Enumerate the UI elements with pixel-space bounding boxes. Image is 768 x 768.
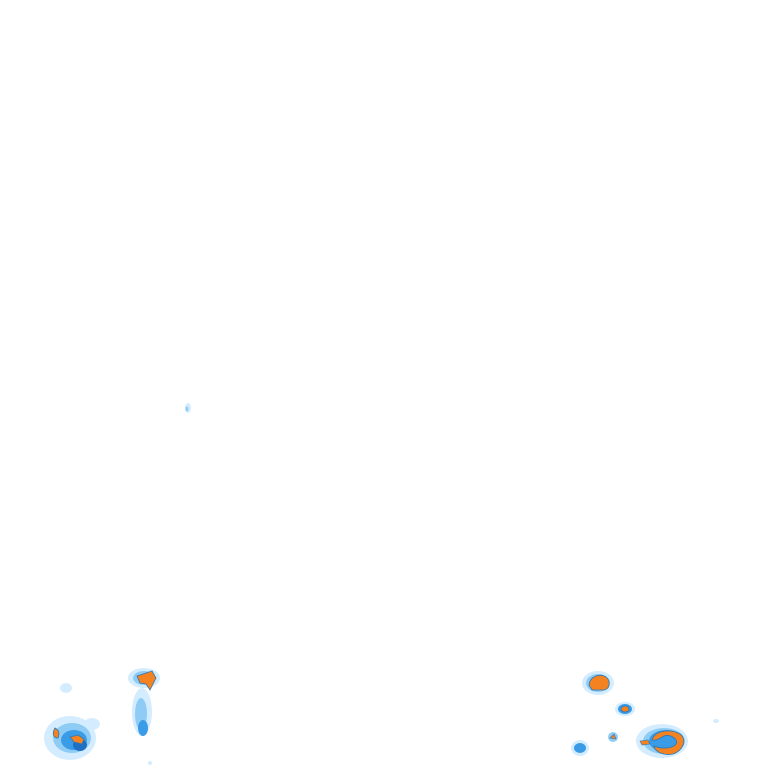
cell-east-low xyxy=(571,740,589,756)
cell-east-small xyxy=(615,702,635,716)
cell-east-edge xyxy=(713,719,719,723)
cell-west-north xyxy=(128,668,160,691)
cell-east-tiny xyxy=(608,732,618,742)
cell-west-column xyxy=(132,688,152,765)
cell-west-main xyxy=(44,683,100,760)
cell-stray-speck xyxy=(185,403,191,413)
cell-east-crescent xyxy=(636,724,688,758)
cell-east-north xyxy=(582,671,614,695)
